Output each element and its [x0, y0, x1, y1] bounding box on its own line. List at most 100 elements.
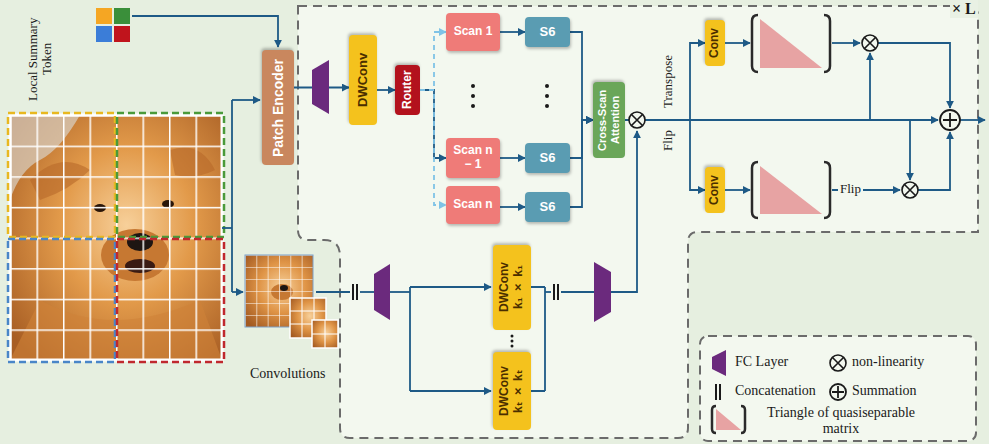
connector: [420, 90, 446, 158]
attention-box: Cross-Scan Attention: [593, 82, 625, 158]
flip-label: Flip: [838, 182, 863, 196]
ellipsis-dots: [545, 84, 549, 88]
connector: [500, 206, 525, 208]
static-wire: [390, 291, 410, 293]
legend-text: Concatenation: [735, 383, 816, 399]
ellipsis-dots: [545, 94, 549, 98]
transpose-label: Transpose: [661, 48, 675, 116]
node-text: Conv: [708, 175, 722, 205]
node-text: S6: [540, 200, 556, 215]
static-wire: [690, 119, 938, 121]
nonlinearity-symbol: [629, 35, 918, 371]
quasiseparable-bracket: [712, 406, 716, 433]
nonlinearity-symbol: [865, 38, 876, 49]
node-text: DWConv: [356, 53, 371, 107]
quasiseparable-bracket: [741, 406, 745, 433]
dog-image: [117, 113, 224, 237]
connector: [500, 157, 525, 159]
summation-symbol: [830, 110, 960, 400]
quasiseparable-bracket: [716, 409, 741, 430]
token-squares: [96, 26, 112, 42]
fc-layer: [712, 350, 726, 376]
connector: [420, 32, 446, 90]
dwconv-box: DWConv: [349, 35, 377, 125]
connector: [420, 90, 446, 205]
connector: [377, 89, 395, 91]
dwconv-box: DWConvkₜ × kₜ: [493, 352, 531, 430]
ellipsis-dots: [471, 94, 475, 98]
static-wire: [232, 99, 260, 101]
quasiseparable-bracket: [824, 15, 830, 72]
legend-box: [700, 336, 976, 441]
ellipsis-dots: [471, 104, 475, 108]
static-wire: [232, 291, 243, 293]
conv-images: [312, 320, 338, 348]
static-wire: [410, 286, 491, 288]
static-wire: [316, 291, 350, 293]
conv-box: Conv: [705, 167, 725, 213]
dog-image: [8, 239, 115, 362]
connector: [570, 120, 593, 207]
concatenation-symbol: [353, 284, 720, 400]
static-wire: [410, 390, 491, 392]
scan-box: Scan 1: [446, 13, 500, 51]
static-wire: [918, 132, 950, 190]
nonlinearity-symbol: [902, 182, 918, 198]
legend-text: Triangle of quasiseparable matrix: [755, 405, 927, 437]
flip-label: Flip: [661, 126, 675, 156]
static-wire: [832, 42, 860, 44]
ellipsis-dots: [511, 345, 514, 348]
static-wire: [531, 287, 545, 391]
node-text: Router: [401, 71, 415, 110]
node-text: DWConv: [498, 366, 512, 416]
node-text: Scan n − 1: [449, 144, 497, 172]
nonlinearity-symbol: [830, 355, 846, 371]
token-squares: [96, 8, 130, 42]
quasiseparable-bracket: [752, 162, 758, 218]
router-box: Router: [395, 65, 420, 115]
legend-text: non-linearity: [852, 354, 924, 370]
ellipsis-dots: [545, 104, 549, 108]
fc-layer: [594, 262, 611, 322]
static-wire: [360, 291, 374, 293]
dog-image: [8, 113, 224, 362]
dwconv-box: DWConvk₁ × k₁: [493, 245, 531, 330]
s6-box: S6: [525, 143, 570, 173]
concatenation-symbol: [716, 384, 720, 400]
convolutions-label: Convolutions: [250, 366, 325, 381]
static-wire: [725, 189, 750, 191]
static-wire: [132, 16, 985, 391]
encoder-box: Patch Encoder: [262, 50, 294, 165]
ellipsis-dots: [471, 84, 475, 88]
conv-images: [245, 255, 338, 348]
dog-image: [117, 239, 224, 362]
nonlinearity-symbol: [833, 358, 844, 369]
summation-symbol: [830, 384, 846, 400]
token-label: Local Summary Token: [26, 8, 55, 110]
node-text: Scan n: [453, 198, 492, 212]
ellipsis-dots: [511, 335, 514, 338]
static-wire: [960, 119, 985, 121]
nonlinearity-symbol: [862, 35, 878, 51]
ellipsis-dots: [511, 340, 514, 343]
quasiseparable-bracket: [760, 19, 822, 68]
static-wire: [132, 16, 278, 47]
connector: [625, 120, 705, 190]
concatenation-symbol: [353, 284, 357, 300]
nonlinearity-symbol: [632, 115, 643, 126]
node-text: Cross-Scan Attention: [596, 85, 621, 155]
static-wire: [725, 42, 750, 44]
fc-layer: [374, 264, 390, 320]
conv-box: Conv: [705, 20, 725, 66]
node-text: k₁ × k₁: [512, 266, 526, 310]
summation-symbol: [940, 110, 960, 130]
scan-box: Scan n − 1: [446, 138, 500, 178]
static-wire: [231, 100, 233, 292]
node-text: kₜ × kₜ: [512, 369, 526, 412]
quasiseparable-bracket: [760, 166, 822, 214]
s6-box: S6: [525, 17, 570, 47]
node-text: Conv: [708, 28, 722, 58]
nonlinearity-symbol: [905, 185, 916, 196]
static-wire: [869, 53, 871, 120]
